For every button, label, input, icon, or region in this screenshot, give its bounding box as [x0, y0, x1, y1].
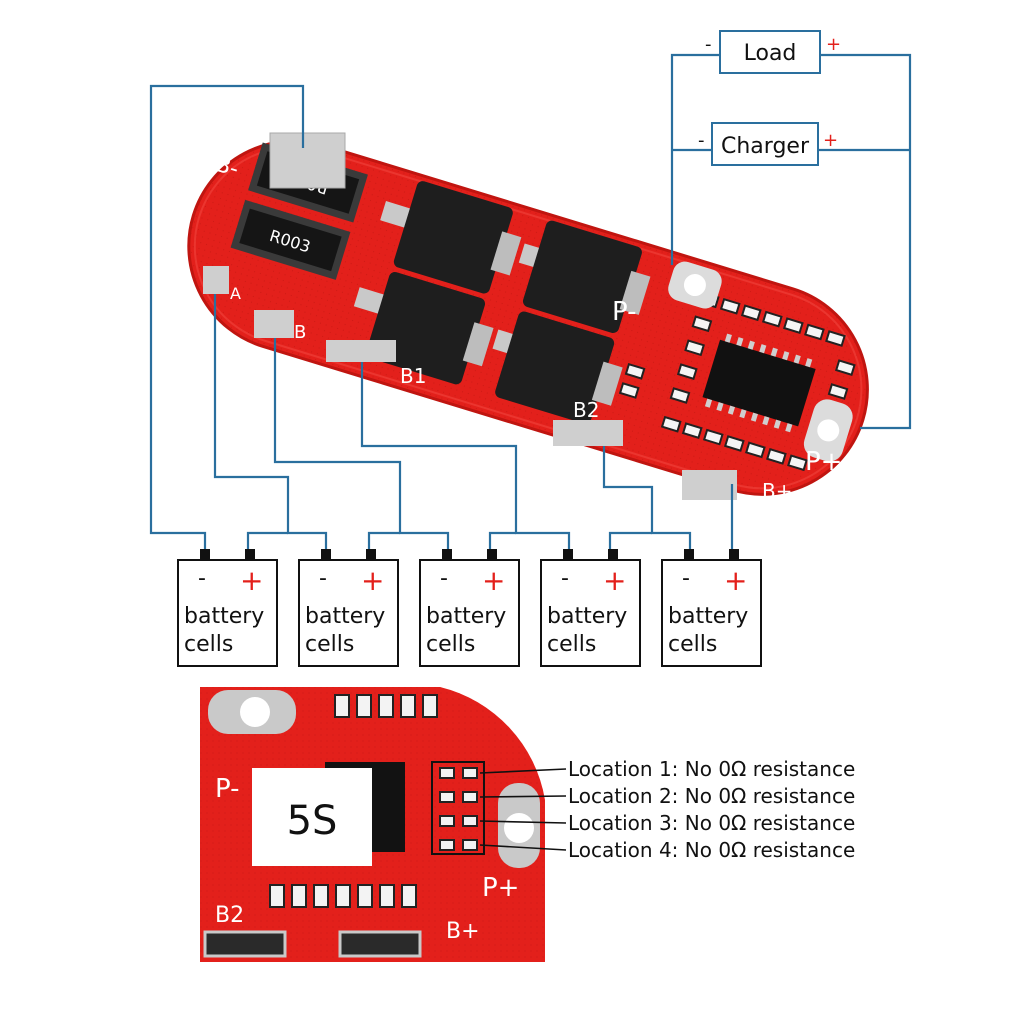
wire-b [273, 338, 450, 550]
battery-cell: - + battery cells [298, 549, 399, 667]
battery-cell-body [177, 559, 278, 667]
battery-label-line1: battery [668, 604, 748, 629]
leader-location-3 [479, 820, 567, 824]
charger-box: Charger - + [698, 122, 838, 166]
protection-ic [702, 333, 816, 433]
detail-silk-p-minus: P- [215, 774, 240, 804]
battery-label-line2: cells [184, 632, 233, 657]
battery-plus-sign: + [482, 564, 505, 597]
charger-minus-sign: - [698, 130, 705, 151]
battery-cell-body [298, 559, 399, 667]
pad-b2-solder [553, 420, 623, 446]
wire-b1 [360, 362, 571, 550]
location-1-label: Location 1: No 0Ω resistance [568, 757, 855, 781]
badge-5s-box [252, 768, 372, 866]
wire-cell2-cell3 [367, 531, 400, 550]
wire-b2 [602, 446, 692, 550]
detail-silk-b2: B2 [215, 903, 244, 928]
battery-terminal-negative [321, 549, 331, 560]
battery-cell: - + battery cells [177, 549, 278, 667]
silk-p-plus: P+ [805, 447, 842, 477]
detail-silk-b-plus: B+ [446, 919, 480, 944]
battery-label-line1: battery [184, 604, 264, 629]
pad-p-minus [668, 261, 722, 309]
pad-b-minus-solder [269, 132, 346, 189]
battery-cell-body [419, 559, 520, 667]
battery-terminal-positive [366, 549, 376, 560]
pad-b1-solder [326, 340, 396, 362]
wire-cell4-cell5 [608, 531, 652, 550]
battery-cell: - + battery cells [419, 549, 520, 667]
pad-b-solder [254, 310, 294, 338]
leader-location-1 [479, 768, 567, 774]
battery-cell-body [661, 559, 762, 667]
battery-plus-sign: + [603, 564, 626, 597]
leader-location-4 [479, 844, 567, 851]
silk-b-plus: B+ [762, 479, 792, 503]
location-4-label: Location 4: No 0Ω resistance [568, 838, 855, 862]
battery-label-line2: cells [668, 632, 717, 657]
silk-b1: B1 [400, 364, 426, 388]
wire-a [213, 294, 328, 550]
battery-plus-sign: + [361, 564, 384, 597]
battery-terminal-negative [442, 549, 452, 560]
location-3-label: Location 3: No 0Ω resistance [568, 811, 855, 835]
mosfet [518, 220, 651, 333]
wire-cell3-cell4 [488, 531, 516, 550]
battery-terminal-positive [487, 549, 497, 560]
wire-cell1-cell2 [246, 531, 288, 550]
battery-terminal-negative [684, 549, 694, 560]
detail-board-closeup: 5S P- P+ B2 B+ [200, 687, 567, 962]
battery-plus-sign: + [724, 564, 747, 597]
battery-cell-body [540, 559, 641, 667]
shunt-resistor: R003 [230, 199, 351, 280]
battery-plus-sign: + [240, 564, 263, 597]
pad-a-solder [203, 266, 229, 294]
detail-silk-p-plus: P+ [482, 873, 519, 903]
battery-terminal-positive [608, 549, 618, 560]
battery-minus-sign: - [682, 566, 690, 591]
mosfet [380, 181, 522, 294]
battery-label-line2: cells [426, 632, 475, 657]
load-minus-sign: - [705, 34, 712, 55]
battery-label-line1: battery [305, 604, 385, 629]
charger-plus-sign: + [823, 130, 838, 151]
mosfet [492, 311, 623, 424]
silk-a: A [230, 284, 241, 303]
battery-minus-sign: - [198, 566, 206, 591]
battery-cell: - + battery cells [661, 549, 762, 667]
load-box: Load - + [705, 30, 841, 74]
wire-load-minus [670, 53, 720, 265]
wiring [149, 53, 912, 550]
battery-label-line1: battery [547, 604, 627, 629]
location-2-label: Location 2: No 0Ω resistance [568, 784, 855, 808]
silk-p-minus: P- [612, 297, 637, 327]
battery-cells-row: - + battery cells - + battery cells - + battery cel… [177, 549, 762, 667]
load-label: Load [744, 41, 797, 66]
silk-b: B [294, 322, 306, 343]
charger-label: Charger [721, 134, 810, 159]
battery-terminal-negative [200, 549, 210, 560]
battery-terminal-negative [563, 549, 573, 560]
battery-label-line2: cells [305, 632, 354, 657]
battery-cell: - + battery cells [540, 549, 641, 667]
battery-minus-sign: - [440, 566, 448, 591]
battery-minus-sign: - [319, 566, 327, 591]
battery-label-line1: battery [426, 604, 506, 629]
wire-b-minus [149, 84, 305, 550]
battery-label-line2: cells [547, 632, 596, 657]
pad-b-plus-solder [682, 470, 737, 500]
badge-5s: 5S [287, 798, 338, 844]
battery-minus-sign: - [561, 566, 569, 591]
battery-terminal-positive [729, 549, 739, 560]
wire-load-plus [820, 53, 912, 430]
load-plus-sign: + [826, 34, 841, 55]
silk-b2: B2 [573, 398, 599, 422]
leader-location-2 [479, 795, 567, 798]
pad-p-plus [803, 399, 853, 462]
battery-terminal-positive [245, 549, 255, 560]
